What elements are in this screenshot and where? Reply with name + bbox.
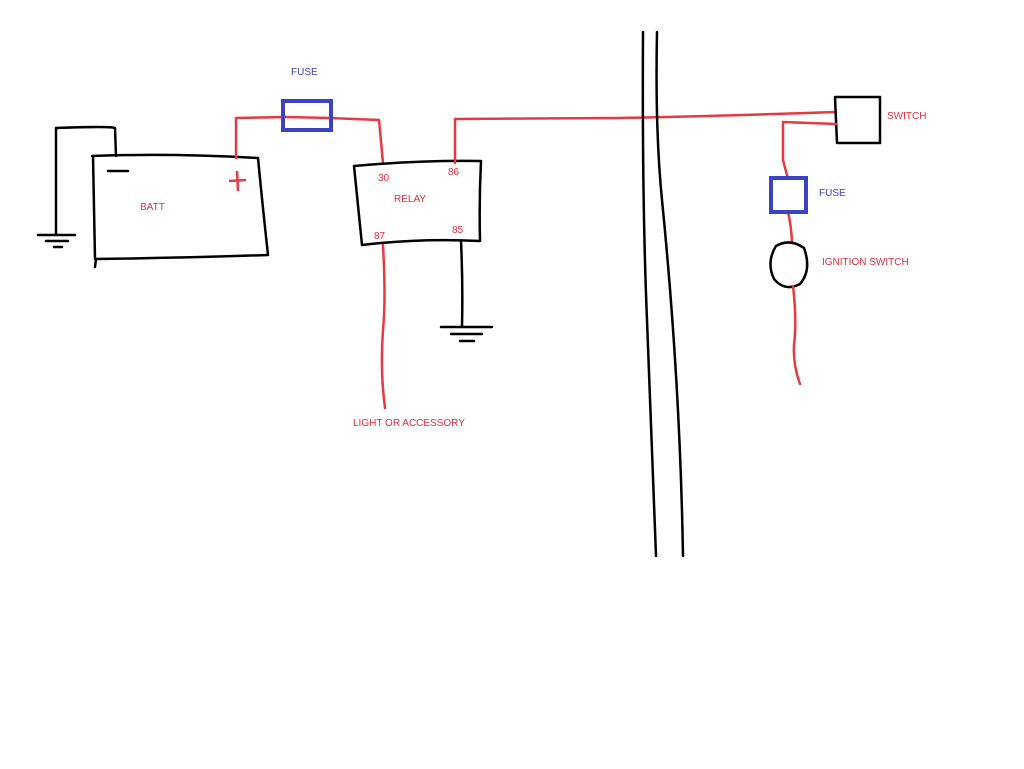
relay-label: RELAY (394, 194, 426, 205)
battery-label: BATT (140, 202, 165, 213)
relay-pin-30-label: 30 (378, 173, 390, 184)
relay-ground (439, 239, 494, 343)
positive-wire-main (234, 115, 385, 165)
wire-86-to-switch (453, 110, 838, 165)
wire-87-to-load (380, 243, 387, 410)
load-label: LIGHT OR ACCESSORY (353, 418, 465, 429)
wire-ignition-out (791, 284, 802, 386)
switch-label: SWITCH (887, 111, 926, 122)
firewall (641, 30, 685, 558)
battery-positive-mark (228, 170, 247, 192)
relay-pin-85-label: 85 (452, 225, 464, 236)
fuse-main-label: FUSE (291, 67, 318, 78)
relay-pin-86-label: 86 (448, 167, 460, 178)
ignition-label: IGNITION SWITCH (822, 257, 909, 268)
switch (833, 95, 882, 145)
relay (352, 159, 483, 247)
battery (90, 153, 270, 269)
relay-pin-87-label: 87 (374, 231, 386, 242)
wire-switch-to-ignition (781, 120, 838, 243)
fuse-switch-label: FUSE (819, 188, 846, 199)
fuse-main (281, 99, 333, 132)
ignition-switch (769, 241, 809, 289)
battery-ground (36, 125, 118, 249)
fuse-switch (769, 176, 808, 214)
